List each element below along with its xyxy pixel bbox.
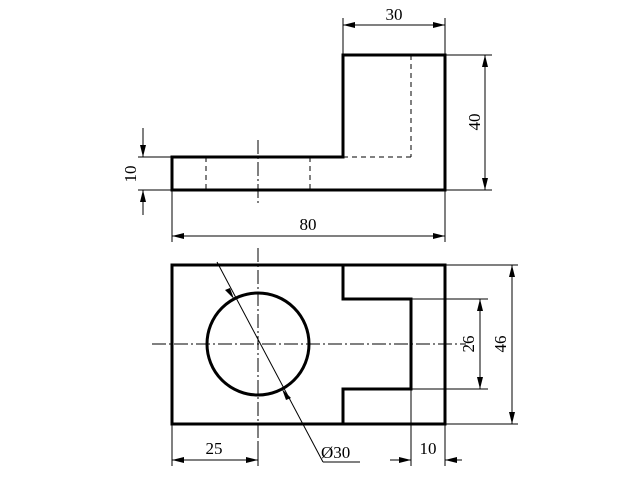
dimension-left-height: 10: [121, 128, 172, 215]
front-view: 26 46 25 Ø30: [152, 248, 518, 466]
dimension-overall-height: 46: [445, 264, 518, 425]
dimension-label-30: 30: [386, 5, 403, 24]
dimension-top-width: 30: [342, 5, 446, 55]
dimension-hole-diameter: Ø30: [216, 261, 360, 463]
dimension-overall-width: 80: [171, 190, 446, 242]
top-view: 30 40 10 80: [121, 5, 492, 242]
dimension-slot-height: 26: [411, 298, 488, 390]
dimension-label-10-left: 10: [121, 166, 140, 183]
dimension-label-10-bottom: 10: [420, 439, 437, 458]
dimension-hole-offset: 25: [171, 424, 259, 466]
dimension-slot-depth: 10: [390, 389, 462, 466]
dimension-label-40: 40: [465, 114, 484, 131]
dimension-label-26: 26: [459, 336, 478, 353]
dimension-right-height: 40: [445, 54, 492, 191]
dimension-label-46: 46: [491, 336, 510, 353]
dimension-label-80: 80: [300, 215, 317, 234]
dimension-label-diameter-30: Ø30: [321, 443, 350, 462]
top-view-outline: [170, 53, 447, 192]
dimension-label-25: 25: [206, 439, 223, 458]
